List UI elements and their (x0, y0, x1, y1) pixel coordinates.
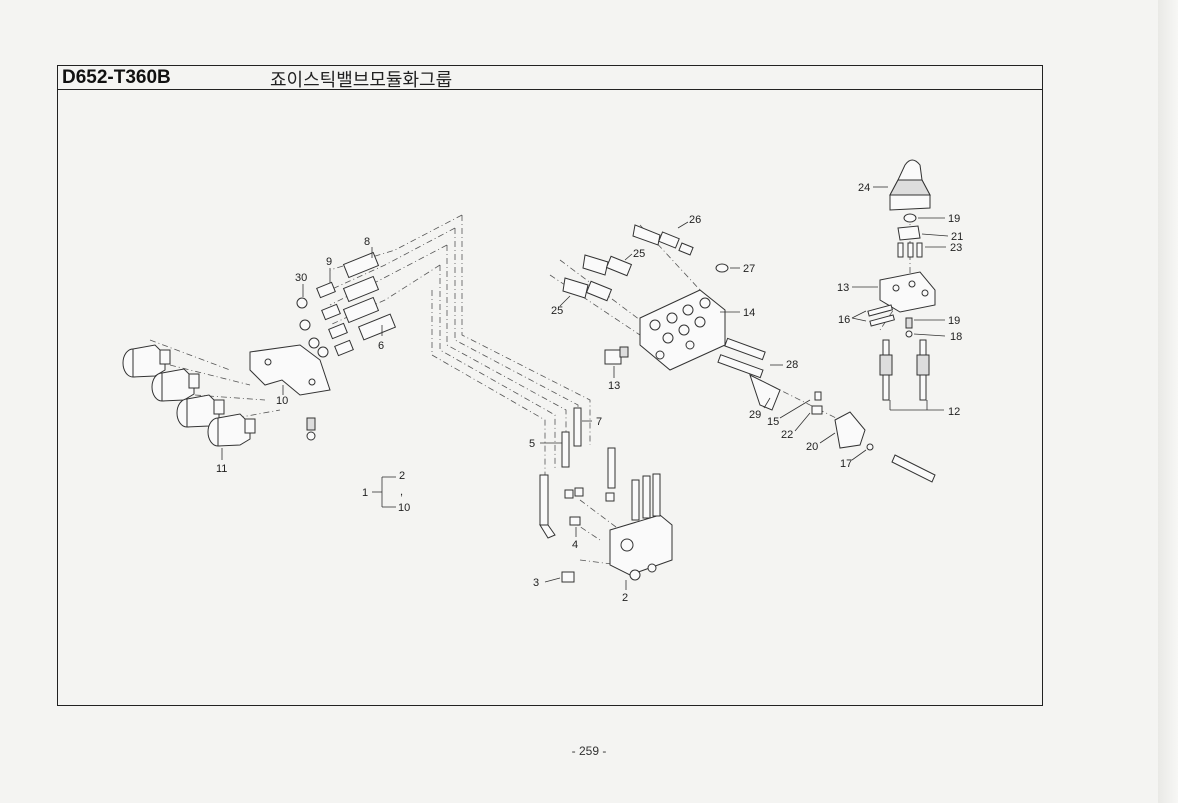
callout-16: 16 (838, 314, 850, 326)
main-control-valve (639, 289, 726, 371)
page-number: - 259 - (571, 744, 607, 758)
quick-coupler (207, 413, 256, 447)
callout-11: 11 (216, 463, 227, 475)
valve-plug (604, 346, 629, 365)
hose-routing-lines (149, 214, 911, 566)
callout-23: 23 (950, 242, 962, 254)
diagram-frame: D652-T360B 죠이스틱밸브모듈화그룹 (57, 65, 1043, 706)
callout-9: 9 (326, 256, 332, 268)
bracket-comma: , (400, 486, 403, 498)
callout-15: 15 (767, 416, 779, 428)
callout-25: 25 (633, 248, 645, 260)
callout-3: 3 (533, 577, 539, 589)
callout-5: 5 (529, 438, 535, 450)
callout-19: 19 (948, 213, 960, 225)
joystick-grip (889, 159, 931, 258)
leader-lines (221, 186, 949, 590)
callout-labels: 8 9 30 6 10 11 2 , 1 10 5 7 4 3 2 26 25 … (216, 182, 963, 604)
callout-4: 4 (572, 539, 578, 551)
hydraulic-hoses (539, 407, 616, 583)
quick-coupler (122, 344, 171, 378)
callout-6: 6 (378, 340, 384, 352)
quick-coupler (176, 394, 225, 428)
callout-19: 19 (948, 315, 960, 327)
callout-14: 14 (743, 307, 755, 319)
callout-8: 8 (364, 236, 370, 248)
callout-20: 20 (806, 441, 818, 453)
callout-30: 30 (295, 272, 307, 284)
callout-10: 10 (276, 395, 288, 407)
mounting-bracket (249, 344, 331, 441)
callout-12: 12 (948, 406, 960, 418)
spool-assembly (879, 339, 930, 401)
callout-2: 2 (399, 470, 405, 482)
callout-28: 28 (786, 359, 798, 371)
model-code: D652-T360B (62, 67, 171, 88)
page-title: 죠이스틱밸브모듈화그룹 (270, 70, 453, 91)
header-bar: D652-T360B 죠이스틱밸브모듈화그룹 (58, 66, 1042, 91)
callout-29: 29 (749, 409, 761, 421)
actuator-parts (717, 337, 936, 483)
callout-13: 13 (608, 380, 620, 392)
callout-7: 7 (596, 416, 602, 428)
callout-22: 22 (781, 429, 793, 441)
callout-2: 2 (622, 592, 628, 604)
callout-17: 17 (840, 458, 852, 470)
page-edge (1158, 0, 1178, 803)
directional-valve (609, 473, 673, 581)
callout-25: 25 (551, 305, 563, 317)
plunger-springs (562, 224, 729, 302)
callout-18: 18 (950, 331, 962, 343)
pilot-valve-body (867, 271, 936, 338)
hose-fittings (296, 251, 397, 358)
callout-10: 10 (398, 502, 410, 514)
callout-1: 1 (362, 487, 368, 499)
callout-21: 21 (951, 231, 963, 243)
callout-27: 27 (743, 263, 755, 275)
callout-24: 24 (858, 182, 870, 194)
quick-coupler-group (122, 344, 256, 447)
quick-coupler (151, 368, 200, 402)
callout-13: 13 (837, 282, 849, 294)
callout-26: 26 (689, 214, 701, 226)
